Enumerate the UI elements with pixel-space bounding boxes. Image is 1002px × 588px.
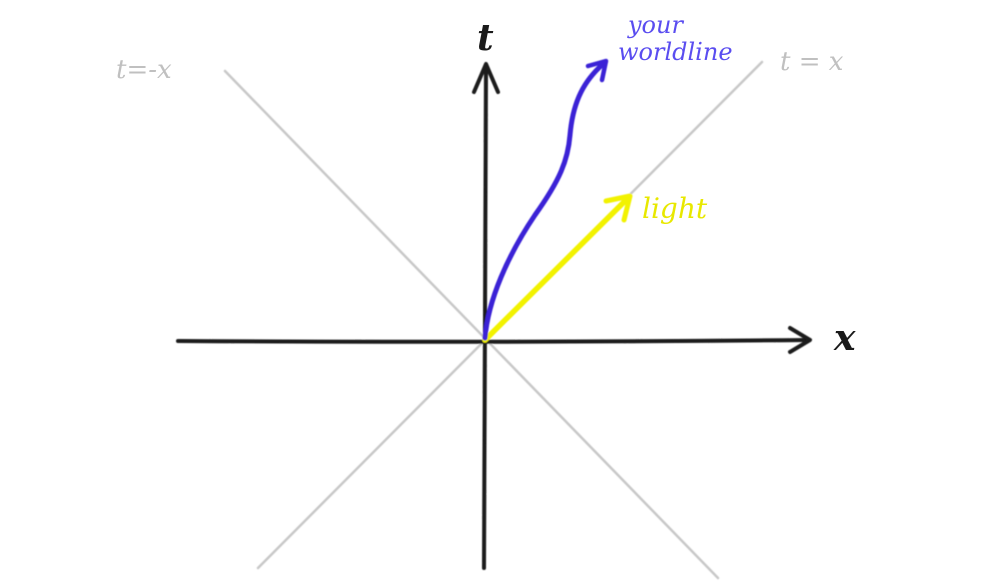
worldline-label-line2: worldline — [618, 38, 733, 66]
light-label: light — [642, 192, 708, 225]
worldline-label-line1: your — [627, 11, 684, 39]
t-axis-arrowhead — [472, 62, 500, 94]
light-ray — [482, 195, 631, 343]
t-axis-label: t — [477, 17, 494, 59]
worldline-arrowhead — [585, 58, 609, 83]
worldline — [482, 61, 606, 341]
x-axis-arrowhead — [788, 326, 812, 354]
x-axis — [176, 338, 810, 344]
light-cone-label-pos: t = x — [780, 47, 844, 77]
light-cone-line-neg — [223, 69, 720, 580]
light-ray-arrowhead — [603, 193, 633, 223]
x-axis-label: x — [833, 317, 856, 359]
light-cone-label-neg: t=-x — [116, 55, 172, 85]
